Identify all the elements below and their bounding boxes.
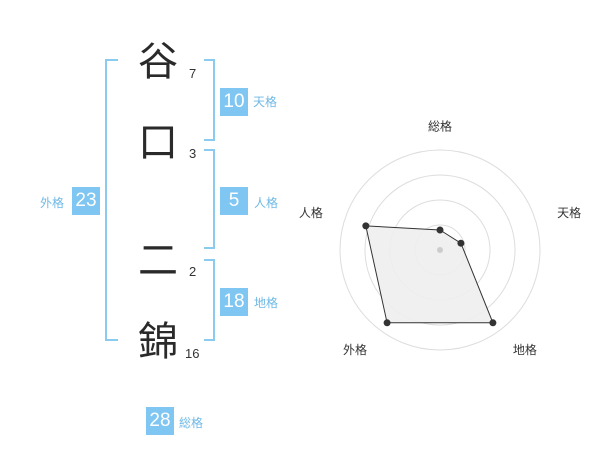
gaikaku-value: 23 [72,187,100,215]
name-char-2: 口 [138,120,178,166]
stroke-count-1: 7 [189,66,197,81]
jinkaku-bracket [204,149,215,249]
stroke-count-3: 2 [189,264,197,279]
name-char-4: 錦 [138,319,178,365]
radar-value-polygon [365,225,494,324]
radar-axis-label-0: 総格 [428,118,452,133]
radar-point-2 [489,319,497,327]
name-char-3: 二 [138,238,178,284]
radar-center-dot [437,247,443,253]
radar-axis-label-1: 天格 [557,205,581,220]
chikaku-label: 地格 [254,296,279,310]
stroke-count-2: 3 [189,146,197,161]
radar-point-4 [362,222,370,230]
radar-axis-label-3: 外格 [343,342,367,357]
radar-point-1 [457,239,465,247]
tenkaku-value: 10 [220,88,248,116]
chikaku-bracket [204,259,215,341]
name-char-1: 谷 [138,39,178,85]
radar-point-3 [383,319,391,327]
stroke-count-4: 16 [185,346,200,361]
chikaku-value: 18 [220,288,248,316]
gaikaku-label: 外格 [40,196,65,210]
radar-ring-4 [339,149,541,351]
jinkaku-value: 5 [220,187,248,215]
radar-axis-label-2: 地格 [513,342,537,357]
gaikaku-bracket [105,59,118,341]
jinkaku-label: 人格 [254,196,279,210]
tenkaku-label: 天格 [253,95,278,109]
radar-ring-3 [364,174,516,326]
radar-point-0 [436,226,444,234]
tenkaku-bracket [204,59,215,141]
soukaku-label: 総格 [179,416,204,430]
soukaku-value: 28 [146,407,174,435]
radar-axis-label-4: 人格 [299,205,323,220]
